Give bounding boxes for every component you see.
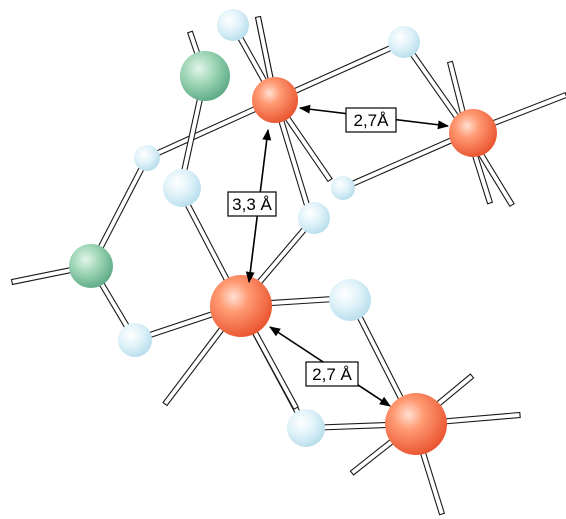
green-atom [69, 244, 113, 288]
oxygen-atom [118, 323, 152, 357]
atoms-layer [69, 9, 497, 455]
metal-atom [252, 77, 298, 123]
distance-label-middle-text: 3,3 Å [232, 195, 272, 214]
metal-atom [210, 275, 272, 337]
distance-label-top: 2,7Å [345, 107, 397, 133]
oxygen-atom [329, 279, 371, 321]
distance-label-middle: 3,3 Å [227, 191, 277, 217]
distance-label-bottom: 2,7 Å [305, 361, 359, 387]
oxygen-atom [298, 202, 330, 234]
distance-label-top-text: 2,7Å [354, 111, 390, 130]
distance-label-bottom-text: 2,7 Å [312, 365, 352, 384]
metal-atom [449, 109, 497, 157]
green-atom [180, 51, 230, 101]
metal-atom [385, 393, 447, 455]
oxygen-atom [134, 145, 160, 171]
oxygen-atom [163, 169, 201, 207]
oxygen-atom [388, 26, 420, 58]
oxygen-atom [217, 9, 249, 41]
oxygen-atom [287, 409, 325, 447]
oxygen-atom [331, 176, 355, 200]
